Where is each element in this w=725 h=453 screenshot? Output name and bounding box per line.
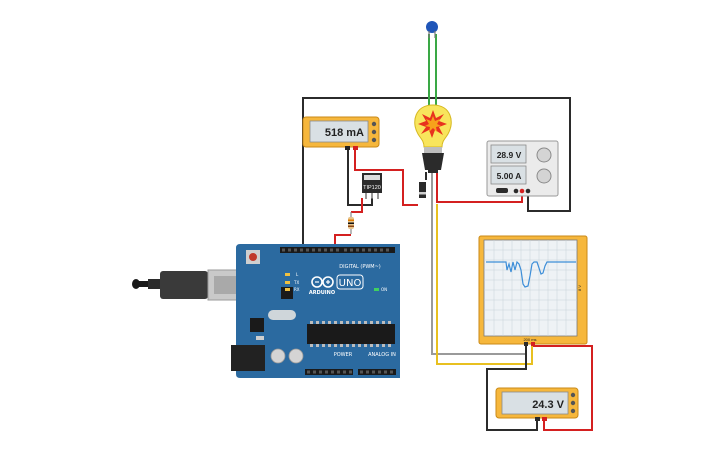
digital-header-label: DIGITAL (PWM~) [339,264,381,270]
voltmeter[interactable]: 24.3 V [495,387,579,421]
wire-black-ammeter-transistor[interactable] [347,148,373,206]
rx-label: RX [294,287,300,292]
l-label: L [296,272,299,277]
arduino-brand: ARDUINO [309,290,335,296]
diode[interactable] [419,182,426,198]
light-bulb[interactable] [414,104,452,173]
sensor-bulb-icon [426,21,438,33]
ammeter-knob[interactable] [371,121,377,127]
voltage-knob[interactable] [536,147,552,163]
scope-trace [486,260,576,288]
power-jack[interactable] [231,345,265,371]
analog-header-label: ANALOG IN [368,352,396,358]
arduino-logo-icon [311,276,334,288]
ammeter[interactable]: 518 mA [302,116,380,150]
arduino-model: UNO [339,278,362,289]
wire-red-bulb-supply[interactable] [436,172,523,203]
wire-resistor-transistor[interactable] [351,198,363,213]
power-supply[interactable]: 28.9 V 5.00 A [486,140,559,197]
wire-yellow-scope[interactable] [436,204,533,365]
oscilloscope[interactable]: 200 ms 8 V [478,235,588,346]
wire-red-resistor-arduino[interactable] [334,234,351,248]
transistor-tip120[interactable]: TIP120 [362,173,382,199]
supply-current: 5.00 A [497,171,522,181]
scope-time-div: 200 ms [523,337,536,342]
wire-red-scope-voltmeter[interactable] [533,345,593,431]
on-label: ON [381,287,387,292]
analog-header[interactable] [358,369,396,375]
voltmeter-reading: 24.3 V [532,399,564,411]
resistor[interactable] [348,212,354,234]
power-header-label: POWER [334,352,353,358]
supply-voltage: 28.9 V [497,150,522,160]
transistor-label: TIP120 [363,185,381,191]
atmega-chip [307,324,395,344]
tx-label: TX [293,280,299,285]
arduino-uno[interactable]: DIGITAL (PWM~) L TX RX ARDUINO UNO ON [132,244,400,378]
wire-red-ammeter-diode[interactable] [354,148,418,206]
wire-black-scope-voltmeter[interactable] [486,346,538,431]
current-knob[interactable] [536,168,552,184]
power-header[interactable] [305,369,353,375]
ammeter-reading: 518 mA [325,127,364,139]
supply-switch[interactable] [496,188,508,193]
temperature-sensor[interactable] [426,21,438,38]
scope-volt-div: 8 V [577,285,582,291]
